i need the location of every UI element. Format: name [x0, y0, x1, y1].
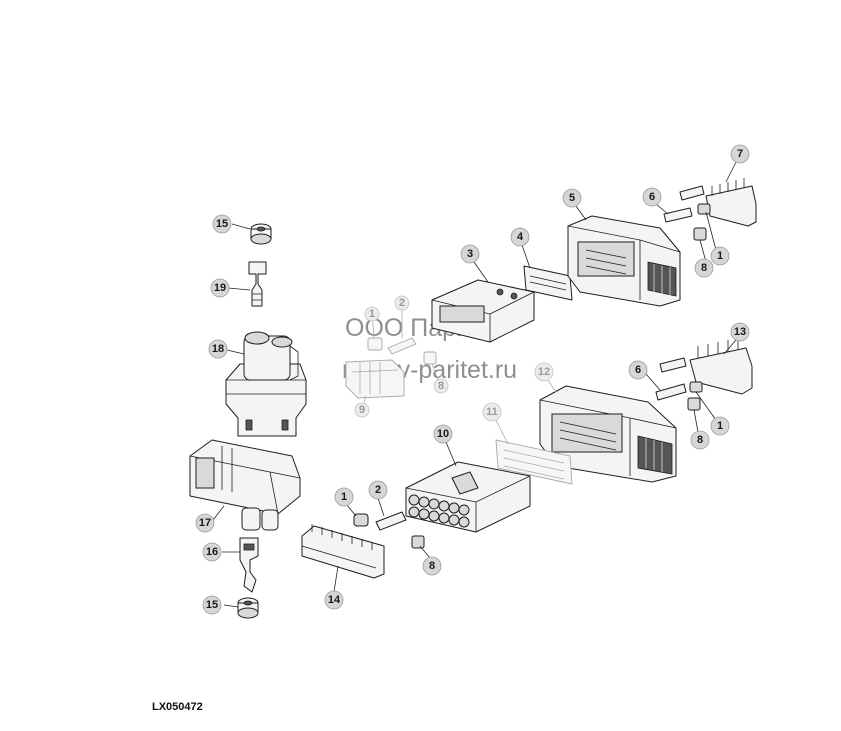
- callout-8-top: 8: [694, 258, 714, 278]
- callout-13: 13: [730, 322, 750, 342]
- callout-19: 19: [210, 278, 230, 298]
- svg-text:19: 19: [214, 282, 226, 294]
- part-connector-12: [539, 385, 677, 483]
- part-grommet-top: [250, 223, 272, 245]
- part-faint-small-parts: [345, 337, 437, 399]
- part-small-6-8-1-bottom: [655, 381, 703, 411]
- svg-text:5: 5: [569, 192, 575, 204]
- part-housing-18: [225, 331, 307, 437]
- svg-text:17: 17: [199, 517, 211, 529]
- part-connector-3: [431, 279, 535, 343]
- callout-2-faint: 2: [394, 295, 410, 311]
- callout-17: 17: [195, 513, 215, 533]
- callout-11-faint: 11: [482, 402, 502, 422]
- svg-text:8: 8: [697, 434, 703, 446]
- svg-text:6: 6: [635, 364, 641, 376]
- svg-text:9: 9: [359, 404, 365, 416]
- callout-4: 4: [510, 227, 530, 247]
- callout-15-bottom: 15: [202, 595, 222, 615]
- callout-6-bottom: 6: [628, 360, 648, 380]
- part-terminal-comb-7: [679, 178, 757, 227]
- callout-9-faint: 9: [354, 402, 370, 418]
- svg-text:15: 15: [216, 218, 228, 230]
- part-terminal-comb-13: [659, 338, 753, 395]
- callout-3: 3: [460, 244, 480, 264]
- svg-text:4: 4: [517, 231, 524, 243]
- svg-text:6: 6: [649, 191, 655, 203]
- callout-8-bottom: 8: [690, 430, 710, 450]
- leader-lines: [212, 161, 737, 608]
- callout-1-top: 1: [710, 246, 730, 266]
- part-housing-17: [189, 439, 301, 531]
- part-connector-10: [405, 461, 531, 533]
- callout-8-faint: 8: [433, 378, 449, 394]
- svg-text:8: 8: [701, 262, 707, 274]
- svg-text:1: 1: [717, 420, 723, 432]
- svg-text:7: 7: [737, 148, 743, 160]
- svg-text:13: 13: [734, 326, 746, 338]
- callout-1-faint: 1: [364, 306, 380, 322]
- svg-text:3: 3: [467, 248, 473, 260]
- callout-1-bottom: 1: [334, 487, 354, 507]
- svg-text:18: 18: [212, 343, 224, 355]
- svg-text:14: 14: [328, 594, 341, 606]
- svg-text:1: 1: [341, 491, 347, 503]
- svg-text:1: 1: [369, 308, 375, 320]
- callout-18: 18: [208, 339, 228, 359]
- callout-1-bottom-right: 1: [710, 416, 730, 436]
- callout-5: 5: [562, 188, 582, 208]
- svg-text:15: 15: [206, 599, 218, 611]
- part-seal-11: [495, 439, 573, 485]
- callout-12-faint: 12: [534, 362, 554, 382]
- svg-text:8: 8: [429, 560, 435, 572]
- callout-8-bottom-mid: 8: [422, 556, 442, 576]
- part-terminal-19: [248, 261, 267, 307]
- part-terminal-16: [239, 537, 259, 593]
- callout-14: 14: [324, 590, 344, 610]
- svg-text:2: 2: [399, 297, 405, 309]
- part-small-1-2-8-bottom: [353, 511, 425, 549]
- svg-text:1: 1: [717, 250, 723, 262]
- callout-16: 16: [202, 542, 222, 562]
- svg-text:8: 8: [438, 380, 444, 392]
- callout-6-top: 6: [642, 187, 662, 207]
- svg-text:2: 2: [375, 484, 381, 496]
- part-grommet-bottom: [237, 597, 259, 619]
- part-comb-14: [301, 524, 385, 579]
- part-seal-4: [523, 265, 573, 301]
- callout-15-top: 15: [212, 214, 232, 234]
- callout-2-bottom: 2: [368, 480, 388, 500]
- svg-text:10: 10: [437, 428, 449, 440]
- callout-10: 10: [433, 424, 453, 444]
- svg-text:12: 12: [538, 366, 550, 378]
- svg-text:16: 16: [206, 546, 218, 558]
- part-connector-5: [567, 215, 681, 307]
- figure-code: LX050472: [152, 701, 203, 713]
- part-small-6-8-1-top: [663, 203, 711, 241]
- callout-7: 7: [730, 144, 750, 164]
- svg-text:11: 11: [486, 406, 498, 418]
